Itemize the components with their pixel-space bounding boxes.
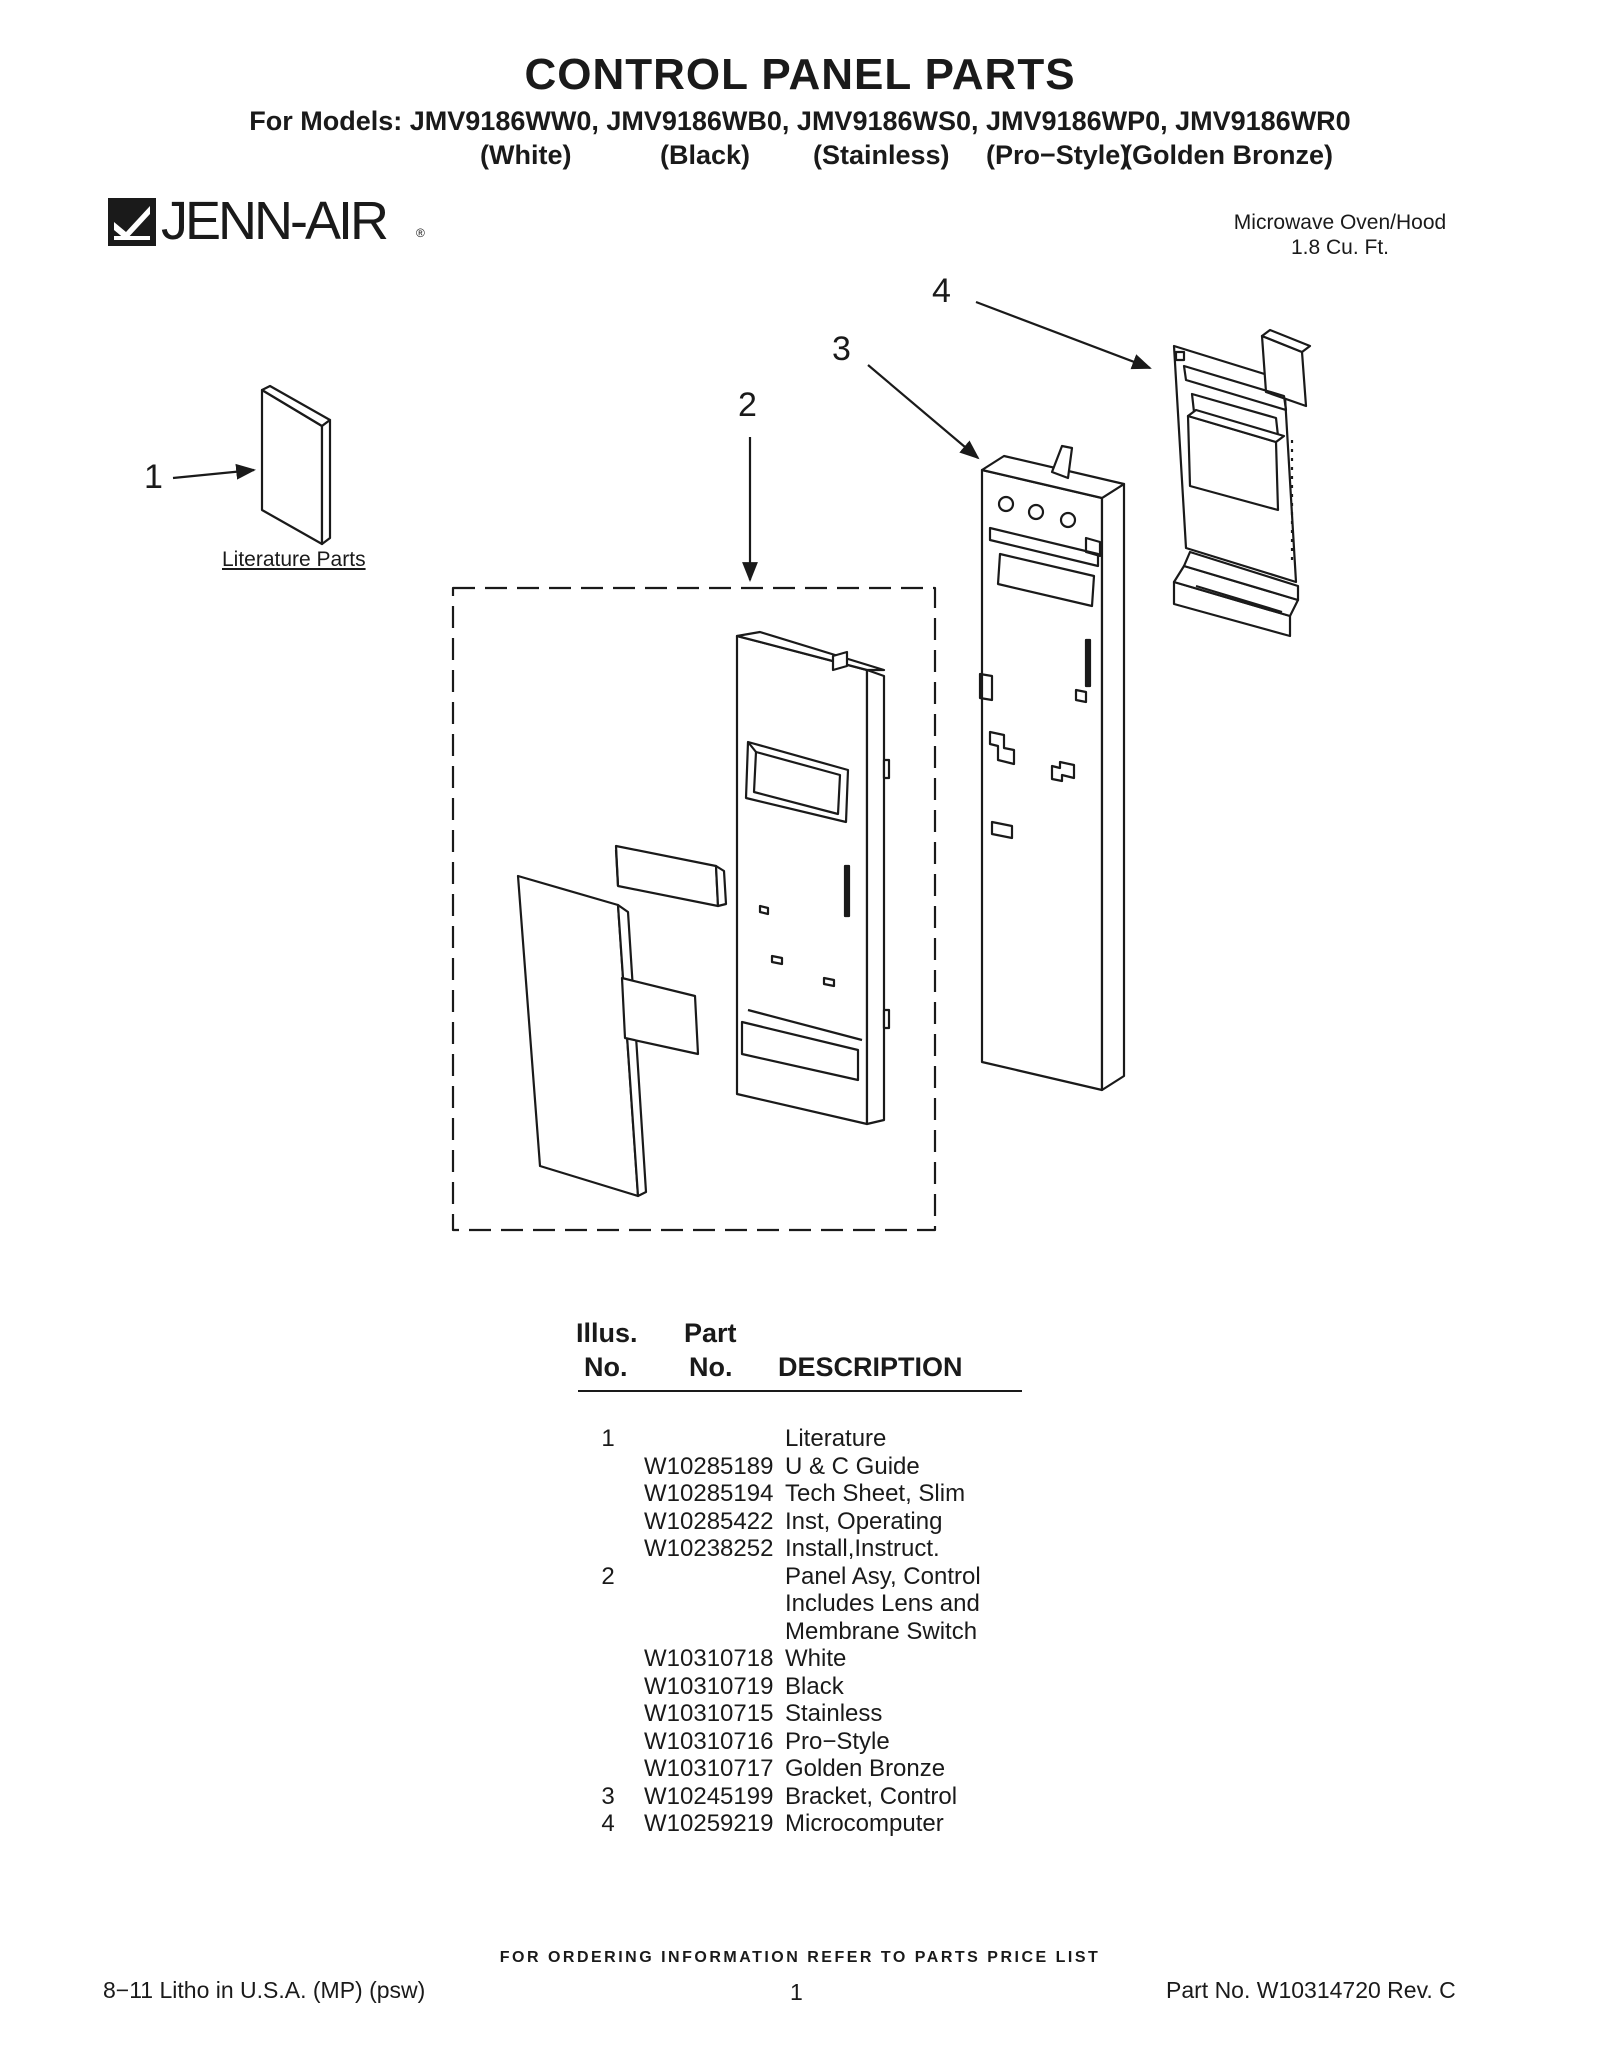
product-line-1: Microwave Oven/Hood	[1233, 211, 1447, 234]
parts-row: W10310716 Pro−Style	[576, 1728, 1076, 1756]
illus-number: 2	[601, 1562, 615, 1590]
part-number: W10310715	[644, 1700, 774, 1727]
parts-row: Membrane Switch	[576, 1618, 1076, 1646]
ordering-note: FOR ORDERING INFORMATION REFER TO PARTS …	[499, 1949, 1101, 1966]
parts-row: W10285422 Inst, Operating	[576, 1508, 1076, 1536]
header-illus-line-2: No.	[584, 1352, 628, 1382]
illus-number: 3	[601, 1782, 615, 1810]
part-description: U & C Guide	[785, 1452, 920, 1480]
part-description: Panel Asy, Control	[785, 1562, 981, 1590]
parts-row: 3 W10245199 Bracket, Control	[576, 1783, 1076, 1811]
illus-number: 1	[601, 1425, 615, 1452]
color-pro-style: (Pro−Style)	[986, 140, 1130, 170]
print-info: 8−11 Litho in U.S.A. (MP) (psw)	[103, 1977, 426, 2003]
part-number: W10310716	[644, 1727, 774, 1755]
part-description: Bracket, Control	[785, 1782, 958, 1810]
parts-row: 4 W10259219 Microcomputer	[576, 1810, 1076, 1838]
part-description: Inst, Operating	[785, 1507, 943, 1535]
part-number: W10285422	[644, 1507, 774, 1535]
part-description: Golden Bronze	[785, 1755, 946, 1782]
part-description: Literature	[785, 1425, 887, 1452]
callout-3-label: 3	[832, 330, 851, 368]
parts-row: W10310718 White	[576, 1645, 1076, 1673]
part-description: Pro−Style	[785, 1727, 890, 1755]
product-description: Microwave Oven/Hood 1.8 Cu. Ft.	[1190, 210, 1490, 260]
header-part-line-2: No.	[689, 1352, 733, 1382]
control-bracket	[978, 444, 1126, 1092]
part-number: W10259219	[644, 1810, 774, 1837]
lens-sheet	[516, 874, 648, 1198]
part-description: Stainless	[785, 1700, 883, 1727]
model-colors: (White) (Black) (Stainless) (Pro−Style) …	[0, 140, 1600, 174]
parts-row: W10310715 Stainless	[576, 1700, 1076, 1728]
registered-mark: ®	[416, 226, 425, 240]
color-white: (White)	[480, 140, 572, 170]
exploded-diagram	[172, 300, 1312, 1232]
control-panel-frame	[735, 630, 891, 1126]
callout-1-arrow	[172, 463, 256, 480]
part-number: W10310718	[644, 1645, 774, 1672]
part-number: W10238252	[644, 1535, 774, 1562]
part-number: W10310717	[644, 1755, 774, 1782]
membrane-tail	[620, 976, 700, 1056]
page-number: 1	[790, 1979, 803, 2005]
brand-logo: JENN-AIR ®	[108, 191, 438, 256]
parts-row: W10238252 Install,Instruct.	[576, 1535, 1076, 1563]
part-description: Install,Instruct.	[785, 1535, 940, 1562]
parts-row: W10310719 Black	[576, 1673, 1076, 1701]
header-rule	[578, 1390, 1022, 1392]
header-description: DESCRIPTION	[778, 1352, 963, 1382]
header-illus-line-1: Illus.	[576, 1318, 638, 1348]
illus-number: 4	[601, 1810, 615, 1837]
callout-1-label: 1	[144, 458, 163, 496]
parts-row: 1 Literature	[576, 1425, 1076, 1453]
callout-4-label: 4	[932, 272, 951, 310]
part-number: W10285194	[644, 1480, 774, 1507]
microcomputer-board	[1172, 328, 1312, 638]
brand-mark-icon	[108, 198, 156, 246]
document-part-number: Part No. W10314720 Rev. C	[1166, 1977, 1456, 2003]
color-stainless: (Stainless)	[813, 140, 950, 170]
parts-row: W10285189 U & C Guide	[576, 1453, 1076, 1481]
part-description: Black	[785, 1672, 844, 1700]
part-description: Membrane Switch	[785, 1617, 978, 1645]
parts-row: Includes Lens and	[576, 1590, 1076, 1618]
part-number: W10310719	[644, 1672, 774, 1700]
color-golden-bronze: (Golden Bronze)	[1123, 140, 1333, 170]
color-black: (Black)	[660, 140, 751, 170]
part-description: Tech Sheet, Slim	[785, 1480, 966, 1507]
callout-4-arrow	[975, 300, 1152, 370]
parts-row: W10310717 Golden Bronze	[576, 1755, 1076, 1783]
part-number: W10245199	[644, 1782, 774, 1810]
panel-assembly-boundary	[451, 586, 937, 1232]
header-part-line-1: Part	[684, 1318, 737, 1348]
parts-row: 2 Panel Asy, Control	[576, 1563, 1076, 1591]
part-description: White	[785, 1645, 847, 1672]
part-description: Includes Lens and	[785, 1590, 980, 1617]
page-title: CONTROL PANEL PARTS	[524, 50, 1076, 99]
brand-name: JENN-AIR	[161, 191, 389, 251]
part-description: Microcomputer	[785, 1810, 944, 1837]
callout-3-arrow	[867, 364, 980, 460]
model-list: For Models: JMV9186WW0, JMV9186WB0, JMV9…	[249, 106, 1351, 136]
literature-parts-label: Literature Parts	[222, 548, 366, 571]
part-number: W10285189	[644, 1452, 774, 1480]
product-line-2: 1.8 Cu. Ft.	[1290, 236, 1390, 259]
literature-booklet	[260, 384, 332, 546]
parts-row: W10285194 Tech Sheet, Slim	[576, 1480, 1076, 1508]
callout-2-label: 2	[738, 386, 757, 424]
display-window	[614, 844, 728, 908]
